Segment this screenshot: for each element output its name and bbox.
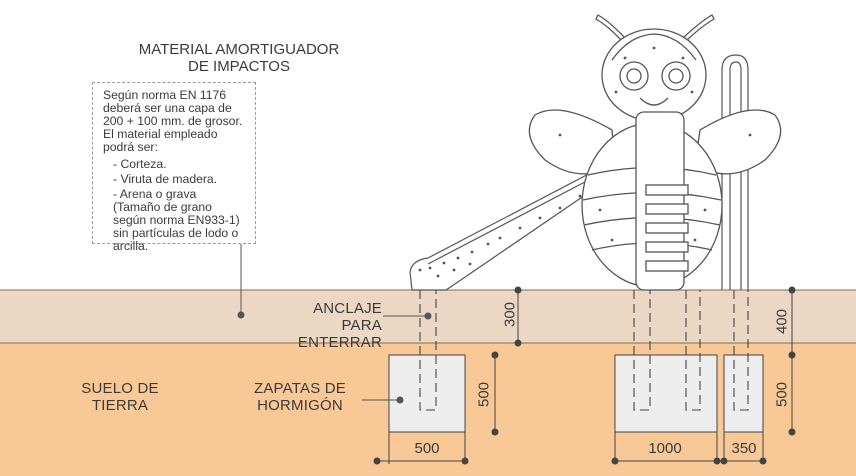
footings-label: ZAPATAS DE HORMIGÓN bbox=[240, 380, 360, 414]
soil-label-line2: TIERRA bbox=[91, 397, 149, 414]
impact-material-title: MATERIAL AMORTIGUADOR DE IMPACTOS bbox=[108, 41, 370, 75]
note-paragraph: Según norma EN 1176 deberá ser una capa … bbox=[103, 88, 243, 154]
footing-left bbox=[388, 354, 466, 433]
bee-figure bbox=[528, 14, 782, 291]
slide bbox=[409, 54, 749, 291]
note-list: - Corteza. - Viruta de madera. - Arena o… bbox=[103, 158, 247, 253]
footing-height-right-dim: 500 bbox=[773, 381, 791, 408]
footing-right bbox=[723, 354, 764, 433]
note-item: - Arena o grava (Tamaño de grano según n… bbox=[113, 187, 240, 253]
footings-label-line2: HORMIGÓN bbox=[257, 397, 343, 414]
footing-height-left-dim: 500 bbox=[475, 381, 493, 408]
impact-material-note: Según norma EN 1176 deberá ser una capa … bbox=[92, 82, 256, 253]
concrete-footings bbox=[388, 354, 764, 433]
note-item: - Corteza. bbox=[113, 157, 167, 171]
note-item: - Viruta de madera. bbox=[113, 172, 218, 186]
footing-center bbox=[614, 354, 718, 433]
footing-width-left-dim: 500 bbox=[414, 440, 440, 457]
anchor-label: ANCLAJE PARA ENTERRAR bbox=[262, 300, 382, 351]
soil-label-line1: SUELO DE bbox=[81, 380, 159, 397]
anchor-label-line1: ANCLAJE bbox=[313, 300, 382, 317]
impact-material-title-line2: DE IMPACTOS bbox=[188, 58, 290, 75]
right-wing bbox=[694, 109, 782, 175]
impact-material-title-line1: MATERIAL AMORTIGUADOR bbox=[138, 41, 340, 58]
anchors bbox=[419, 290, 749, 411]
footing-width-center-dim: 1000 bbox=[648, 440, 682, 457]
soil-label: SUELO DE TIERRA bbox=[60, 380, 180, 414]
footings-label-line1: ZAPATAS DE bbox=[253, 380, 346, 397]
layer-depth-right-dim: 400 bbox=[773, 308, 791, 335]
layer-depth-left-dim: 300 bbox=[501, 301, 519, 328]
footing-width-right-dim: 350 bbox=[731, 440, 757, 457]
anchor-label-line2: PARA ENTERRAR bbox=[297, 317, 382, 351]
dimension-lines bbox=[373, 286, 796, 465]
